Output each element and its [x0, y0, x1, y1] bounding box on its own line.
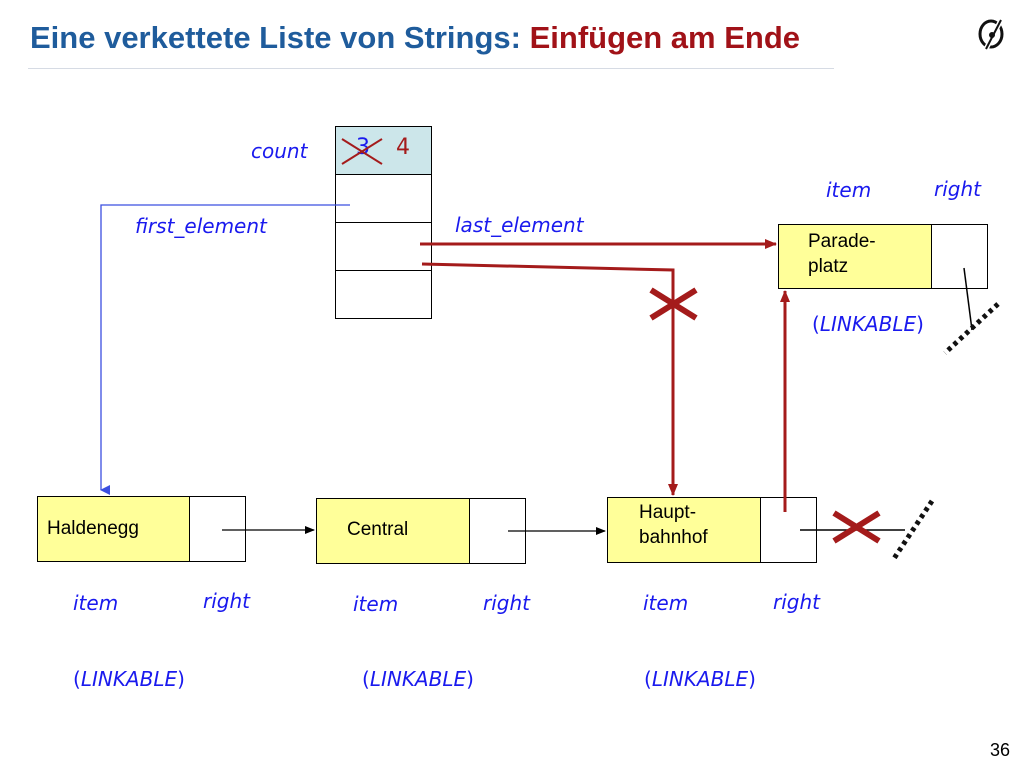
type-name: LINKABLE — [369, 667, 467, 691]
node-central-type-label: (LINKABLE) — [362, 669, 474, 689]
cross-out-icon — [832, 510, 881, 544]
type-name: LINKABLE — [651, 667, 749, 691]
paren-close: ) — [466, 667, 474, 691]
node-central-item-cell — [316, 498, 470, 564]
node-haldenegg-text: Haldenegg — [47, 518, 139, 539]
cross-out-icon — [341, 138, 383, 165]
first-element-label: first_element — [135, 214, 267, 238]
node-haldenegg-item-cell — [37, 496, 190, 562]
node-paradeplatz-right-cell — [931, 224, 988, 289]
node-paradeplatz-item-label: item — [826, 178, 872, 202]
eiffel-logo-icon — [978, 18, 1004, 51]
count-new-value: 4 — [396, 135, 410, 160]
count-cell — [335, 126, 432, 175]
node-haldenegg-right-cell — [189, 496, 246, 562]
node-haldenegg-item-label: item — [73, 591, 119, 615]
title-separator: : — [510, 20, 521, 55]
type-name: LINKABLE — [80, 667, 178, 691]
node-haldenegg-type-label: (LINKABLE) — [73, 669, 185, 689]
cross-out-icon — [649, 287, 698, 321]
node-haldenegg-right-label: right — [203, 589, 250, 613]
count-label: count — [251, 139, 308, 163]
page-number: 36 — [990, 740, 1011, 760]
paren-open: ( — [812, 312, 820, 336]
node-paradeplatz-item-cell — [778, 224, 932, 289]
extra-field-cell — [335, 270, 432, 319]
node-paradeplatz-right-label: right — [934, 177, 981, 201]
node-central-item-label: item — [353, 592, 399, 616]
paren-open: ( — [73, 667, 81, 691]
node-hauptbahnhof-item-label: item — [643, 591, 689, 615]
node-hauptbahnhof-right-label: right — [773, 590, 820, 614]
first-element-link — [100, 204, 350, 495]
title-divider — [28, 68, 834, 69]
title-main: Eine verkettete Liste von Strings — [30, 20, 511, 55]
paren-close: ) — [916, 312, 924, 336]
paren-open: ( — [644, 667, 652, 691]
paren-close: ) — [177, 667, 185, 691]
node-central-text: Central — [347, 519, 409, 540]
last-element-old-link — [421, 262, 678, 496]
paren-close: ) — [748, 667, 756, 691]
node-paradeplatz-type-label: (LINKABLE) — [812, 314, 924, 334]
node-hauptbahnhof-type-label: (LINKABLE) — [644, 669, 756, 689]
void-reference-icon — [890, 499, 935, 562]
paradeplatz-void-link — [963, 267, 973, 331]
node-central-right-label: right — [483, 591, 530, 615]
last-element-label: last_element — [455, 213, 584, 237]
node-hauptbahnhof-item-cell — [607, 497, 761, 563]
node-hauptbahnhof-text: Haupt- bahnhof — [639, 502, 708, 548]
type-name: LINKABLE — [819, 312, 917, 336]
title-highlight: Einfügen am Ende — [520, 20, 801, 55]
node-paradeplatz-text: Parade- platz — [808, 231, 876, 277]
slide-title: Eine verkettete Liste von Strings: Einfü… — [30, 20, 800, 56]
paren-open: ( — [362, 667, 370, 691]
